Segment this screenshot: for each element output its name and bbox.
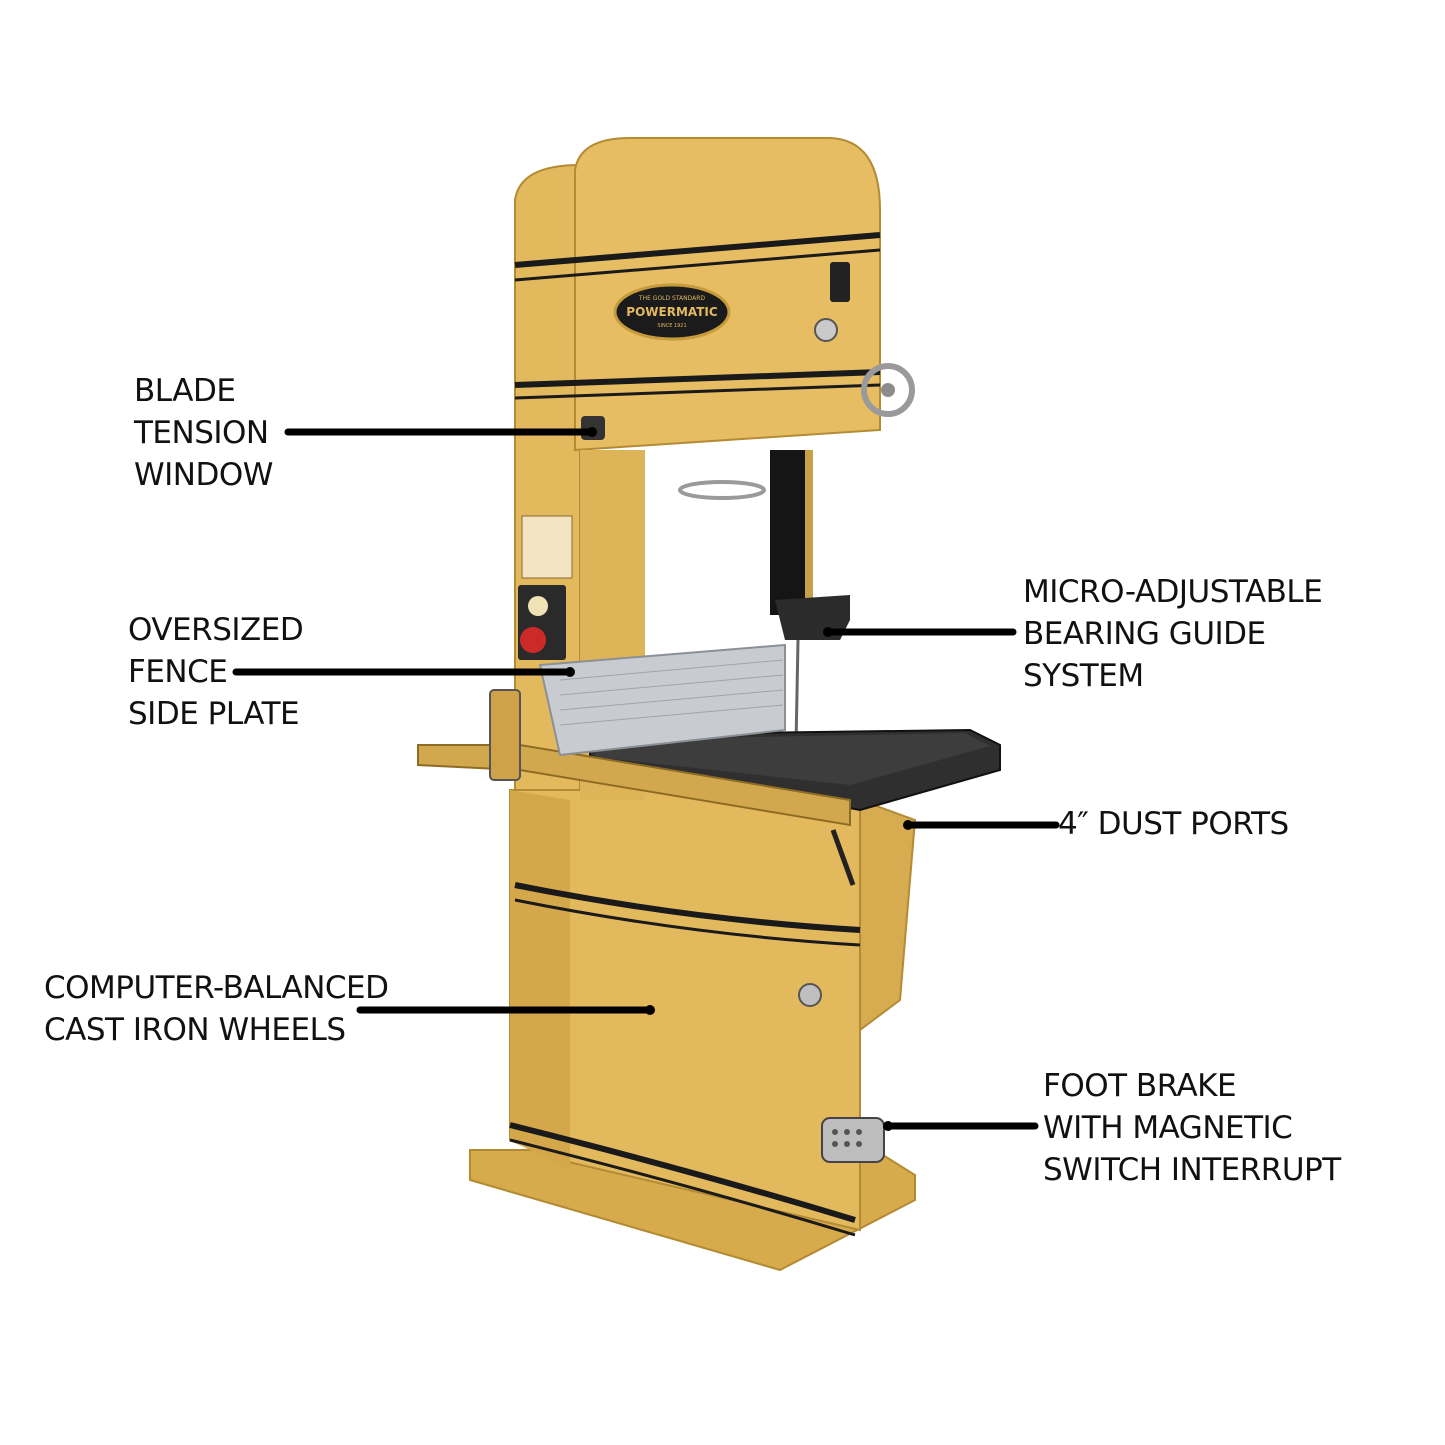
- callout-computer-balanced-wheels: COMPUTER-BALANCED CAST IRON WHEELS: [44, 967, 389, 1051]
- callout-line: BLADE: [134, 373, 236, 409]
- callout-line: WINDOW: [134, 457, 273, 493]
- lower-stripe-2: [514, 898, 861, 947]
- callout-line: FOOT BRAKE: [1043, 1068, 1237, 1104]
- foot-brake-pedal[interactable]: [821, 1117, 885, 1163]
- door-knob-upper[interactable]: [814, 318, 838, 342]
- fence-grooves: [559, 659, 784, 726]
- callout-line: COMPUTER-BALANCED: [44, 970, 389, 1006]
- callout-line: SWITCH INTERRUPT: [1043, 1152, 1341, 1188]
- logo-top-text: THE GOLD STANDARD: [638, 295, 706, 302]
- guide-post[interactable]: [770, 450, 810, 615]
- bearing-guide-assembly[interactable]: [775, 595, 850, 640]
- upper-latch: [830, 262, 850, 302]
- lower-stripe-4: [509, 1138, 856, 1237]
- callout-line: 4″ DUST PORTS: [1058, 806, 1289, 842]
- logo-name-text: POWERMATIC: [626, 305, 718, 319]
- lower-stripe-1: [514, 882, 861, 933]
- pedal-holes: [832, 1129, 862, 1147]
- lower-stripe-3: [509, 1122, 856, 1223]
- lower-cabinet-side: [510, 790, 570, 1170]
- tension-handwheel-hub: [881, 383, 895, 397]
- fence-lock-handle[interactable]: [489, 689, 521, 781]
- callout-blade-tension-window: BLADE TENSION WINDOW: [134, 370, 273, 496]
- callout-line: WITH MAGNETIC: [1043, 1110, 1293, 1146]
- fence-side-plate[interactable]: [538, 643, 786, 757]
- callout-line: SYSTEM: [1023, 658, 1144, 694]
- warning-label: [521, 515, 573, 579]
- callout-foot-brake: FOOT BRAKE WITH MAGNETIC SWITCH INTERRUP…: [1043, 1065, 1341, 1191]
- logo-bottom-text: SINCE 1921: [657, 323, 686, 329]
- callout-micro-adjustable-guides: MICRO-ADJUSTABLE BEARING GUIDE SYSTEM: [1023, 571, 1323, 697]
- upper-guide-wheel: [678, 480, 766, 500]
- dust-port-housing: [859, 798, 917, 1032]
- door-knob-lower[interactable]: [798, 983, 822, 1007]
- callout-line: BEARING GUIDE: [1023, 616, 1266, 652]
- logo-plate: [613, 283, 731, 341]
- callout-line: CAST IRON WHEELS: [44, 1012, 346, 1048]
- callout-line: MICRO-ADJUSTABLE: [1023, 574, 1323, 610]
- stop-button[interactable]: [520, 627, 546, 653]
- blade: [794, 639, 800, 746]
- tension-window: [581, 416, 605, 440]
- upper-stripe-2: [514, 248, 881, 282]
- tilt-handle[interactable]: [830, 829, 856, 886]
- callout-line: FENCE: [128, 654, 228, 690]
- table-top-surface: [595, 733, 990, 785]
- callout-dust-ports: 4″ DUST PORTS: [1058, 803, 1289, 845]
- start-button[interactable]: [528, 596, 548, 616]
- guide-post-gold: [805, 450, 813, 615]
- callout-line: TENSION: [134, 415, 269, 451]
- callout-line: SIDE PLATE: [128, 696, 300, 732]
- upper-stripe-3: [514, 369, 881, 388]
- upper-stripe-1: [514, 232, 881, 268]
- callout-line: OVERSIZED: [128, 612, 304, 648]
- callout-oversized-fence-side-plate: OVERSIZED FENCE SIDE PLATE: [128, 609, 304, 735]
- upper-stripe-4: [514, 383, 881, 400]
- tension-handwheel[interactable]: [861, 363, 915, 417]
